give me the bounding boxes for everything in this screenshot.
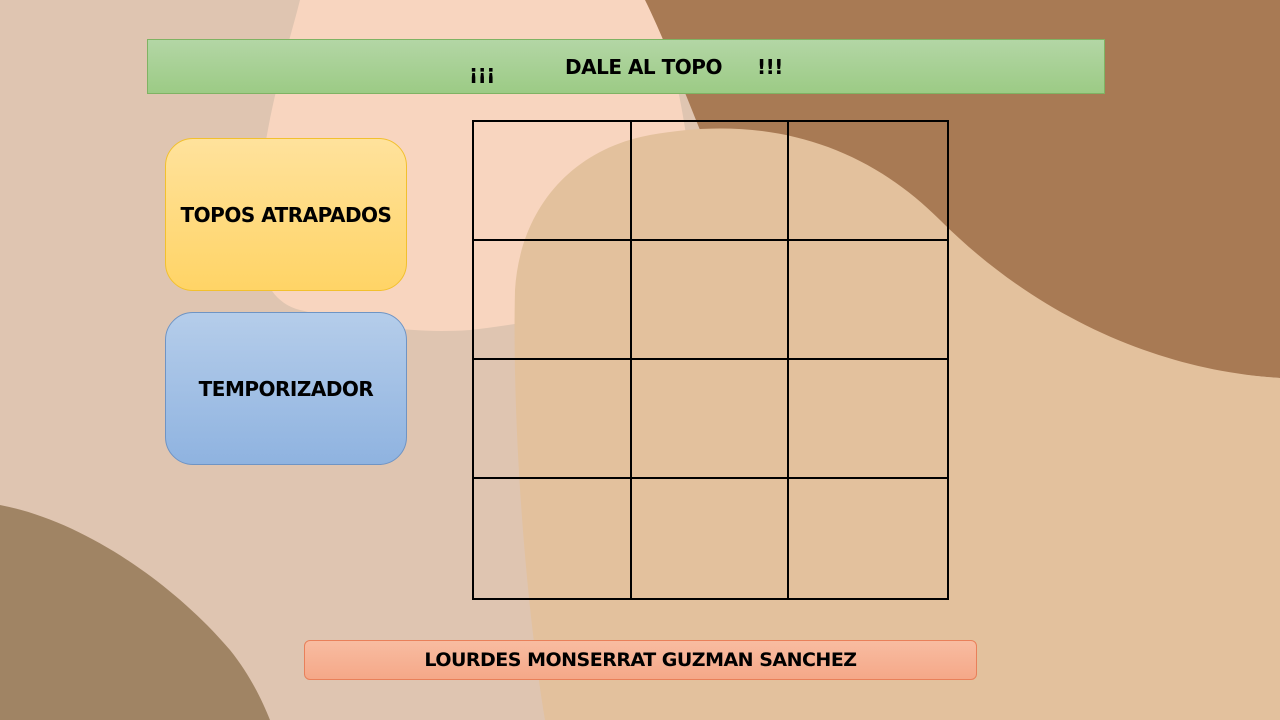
- mole-hole-r2-c1[interactable]: [474, 241, 632, 360]
- mole-hole-r4-c3[interactable]: [789, 479, 947, 598]
- mole-board: [472, 120, 949, 600]
- mole-hole-r4-c1[interactable]: [474, 479, 632, 598]
- dark-brown-blob: [0, 505, 270, 720]
- brown-blob: [645, 0, 1280, 378]
- tan-blob: [514, 128, 1280, 720]
- mole-hole-r3-c2[interactable]: [631, 360, 790, 479]
- author-bar: LOURDES MONSERRAT GUZMAN SANCHEZ: [304, 640, 977, 680]
- mole-hole-r1-c1[interactable]: [474, 122, 632, 241]
- title-bar: ¡¡¡ DALE AL TOPO !!!: [147, 39, 1105, 94]
- mole-hole-r4-c2[interactable]: [632, 479, 790, 598]
- score-panel: TOPOS ATRAPADOS: [165, 138, 407, 291]
- timer-panel: TEMPORIZADOR: [165, 312, 407, 465]
- mole-hole-r3-c3[interactable]: [789, 360, 947, 479]
- page-title: DALE AL TOPO: [565, 55, 722, 79]
- title-close-marks: !!!: [757, 55, 783, 79]
- mole-hole-r1-c3[interactable]: [789, 122, 947, 241]
- mole-hole-r1-c2[interactable]: [631, 122, 790, 241]
- timer-label: TEMPORIZADOR: [198, 376, 374, 401]
- mole-hole-r2-c3[interactable]: [789, 241, 947, 360]
- author-name: LOURDES MONSERRAT GUZMAN SANCHEZ: [424, 649, 857, 671]
- mole-hole-r2-c2[interactable]: [631, 241, 790, 360]
- title-open-marks: ¡¡¡: [469, 60, 495, 84]
- score-label: TOPOS ATRAPADOS: [180, 202, 392, 227]
- mole-hole-r3-c1[interactable]: [474, 360, 632, 479]
